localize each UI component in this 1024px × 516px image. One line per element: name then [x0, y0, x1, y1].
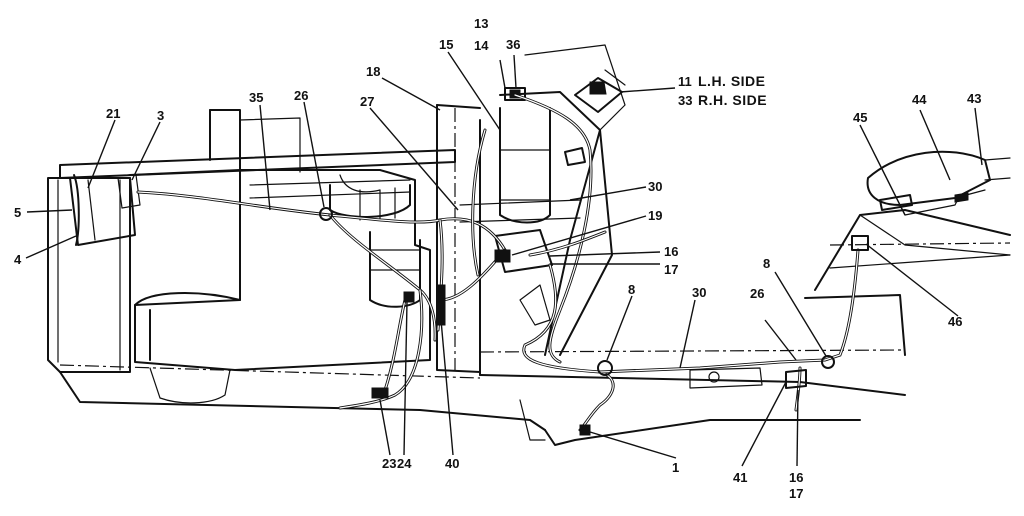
callout-35: 35	[249, 90, 263, 105]
connector-46	[851, 235, 869, 251]
seat-switch-43	[954, 192, 969, 203]
callout-8-right: 8	[763, 256, 770, 271]
callout-16-upper: 16	[664, 244, 678, 259]
connector-23	[371, 387, 389, 399]
tractor-frame	[47, 109, 1011, 446]
callout-11: 11	[678, 74, 692, 89]
harness-connectors	[319, 192, 969, 436]
callout-17-lower: 17	[789, 486, 803, 501]
callout-14: 14	[474, 38, 489, 53]
connector-19	[494, 249, 511, 263]
connector-24	[403, 291, 415, 303]
callout-23: 23	[382, 456, 396, 471]
lh-side-note: L.H. SIDE	[698, 73, 766, 89]
callout-4: 4	[14, 252, 22, 267]
seat-switch-45	[879, 194, 913, 211]
connector-40	[436, 284, 446, 326]
callout-26-upper: 26	[294, 88, 308, 103]
callout-46: 46	[948, 314, 962, 329]
callout-1: 1	[672, 460, 679, 475]
callout-5: 5	[14, 205, 21, 220]
clamp-26-upper	[319, 207, 333, 221]
clamp-8-left	[597, 360, 613, 376]
callout-30-lower: 30	[692, 285, 706, 300]
rh-side-note: R.H. SIDE	[698, 92, 767, 108]
callout-17-upper: 17	[664, 262, 678, 277]
callout-3: 3	[157, 108, 164, 123]
callout-13: 13	[474, 16, 488, 31]
callout-27: 27	[360, 94, 374, 109]
callout-41: 41	[733, 470, 747, 485]
callout-30-upper: 30	[648, 179, 662, 194]
callout-15: 15	[439, 37, 453, 52]
callout-40: 40	[445, 456, 459, 471]
callout-36: 36	[506, 37, 520, 52]
callout-26-lower: 26	[750, 286, 764, 301]
leader-lines	[25, 51, 983, 467]
callout-18: 18	[366, 64, 380, 79]
callout-16-lower: 16	[789, 470, 803, 485]
callout-21: 21	[106, 106, 120, 121]
callout-45: 45	[853, 110, 867, 125]
connector-16-17-rear	[785, 369, 807, 389]
dash-tower	[436, 44, 626, 373]
wiring-harness	[136, 93, 860, 432]
callout-19: 19	[648, 208, 662, 223]
callout-43: 43	[967, 91, 981, 106]
callout-labels: 21 3 5 4 35 26 18 27 15 13 14 36 11 33 3…	[14, 16, 981, 501]
callout-8-left: 8	[628, 282, 635, 297]
callout-33: 33	[678, 93, 692, 108]
callout-44: 44	[912, 92, 927, 107]
callout-24: 24	[397, 456, 412, 471]
clamp-8-right	[821, 355, 835, 369]
connector-1	[579, 424, 591, 436]
headlight-assembly	[69, 174, 141, 246]
